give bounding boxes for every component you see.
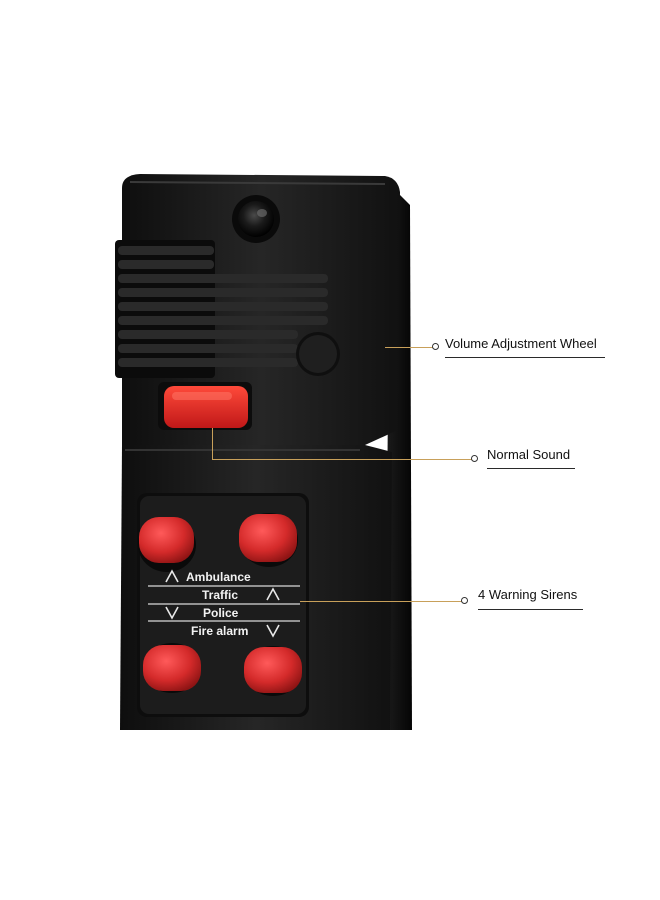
siren-button-bottom-right bbox=[244, 646, 302, 696]
siren-button-top-right bbox=[239, 513, 298, 567]
volume-wheel-leader bbox=[385, 347, 433, 348]
warning-sirens-underline bbox=[478, 609, 583, 610]
panel-label-fire-alarm: Fire alarm bbox=[191, 624, 248, 638]
panel-label-traffic: Traffic bbox=[202, 588, 238, 602]
round-knob bbox=[296, 332, 340, 376]
down-arrow-icon bbox=[266, 624, 280, 638]
normal-sound-leader bbox=[212, 459, 472, 460]
siren-button-bottom-left bbox=[143, 643, 201, 693]
warning-sirens-label: 4 Warning Sirens bbox=[478, 587, 578, 602]
up-arrow-icon bbox=[266, 587, 280, 601]
panel-label-ambulance: Ambulance bbox=[186, 570, 251, 584]
siren-button-top-left bbox=[138, 517, 196, 572]
normal-sound-label: Normal Sound bbox=[487, 447, 571, 462]
normal-sound-underline bbox=[487, 468, 575, 469]
panel-label-police: Police bbox=[203, 606, 239, 620]
up-arrow-icon bbox=[165, 569, 179, 583]
warning-sirens-leader bbox=[300, 601, 462, 602]
panel-separator-lines bbox=[148, 585, 300, 622]
normal-sound-button bbox=[158, 382, 252, 430]
speaker-grille bbox=[115, 240, 328, 378]
volume-wheel-callout-dot bbox=[432, 343, 439, 350]
camera-lens bbox=[232, 195, 280, 243]
down-arrow-icon bbox=[165, 606, 179, 620]
normal-sound-callout-dot bbox=[471, 455, 478, 462]
volume-wheel-underline bbox=[445, 357, 605, 358]
warning-sirens-callout-dot bbox=[461, 597, 468, 604]
normal-sound-leader-vertical bbox=[212, 428, 213, 459]
volume-wheel-label: Volume Adjustment Wheel bbox=[445, 336, 597, 351]
